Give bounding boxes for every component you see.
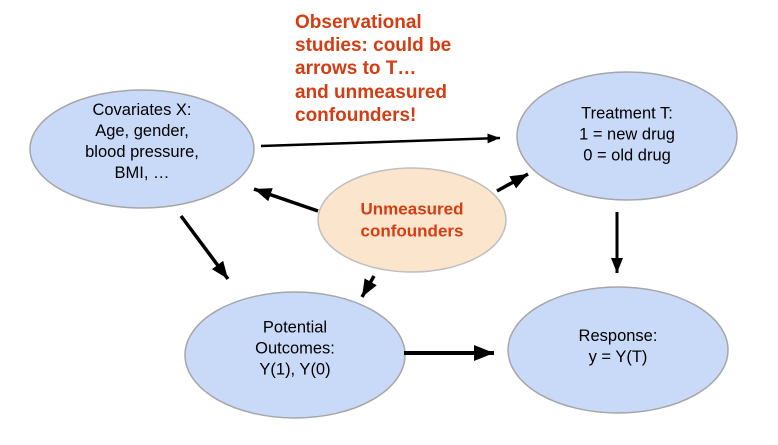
confounders-node-label: Unmeasured confounders: [360, 199, 464, 240]
response-node-ellipse: [507, 286, 729, 414]
arrow-covariates-to-potential-outcomes: [179, 214, 230, 281]
potential-outcomes-node-label: Potential Outcomes: Y(1), Y(0): [255, 318, 335, 379]
covariates-node-label: Covariates X: Age, gender, blood pressur…: [85, 100, 199, 183]
treatment-node-ellipse: [516, 71, 738, 201]
response-node-label: Response: y = Y(T): [578, 326, 658, 366]
observational-studies-annotation: Observational studies: could be arrows t…: [295, 12, 452, 126]
covariates-node-ellipse: [29, 89, 255, 209]
arrow-confounders-to-treatment: [496, 172, 529, 193]
confounders-node-ellipse: [317, 167, 507, 273]
arrow-confounders-to-potential-outcomes: [360, 275, 377, 298]
arrow-covariates-to-treatment: [260, 133, 501, 148]
treatment-node-label: Treatment T: 1 = new drug 0 = old drug: [579, 104, 675, 165]
arrow-confounders-to-covariates: [253, 187, 319, 213]
